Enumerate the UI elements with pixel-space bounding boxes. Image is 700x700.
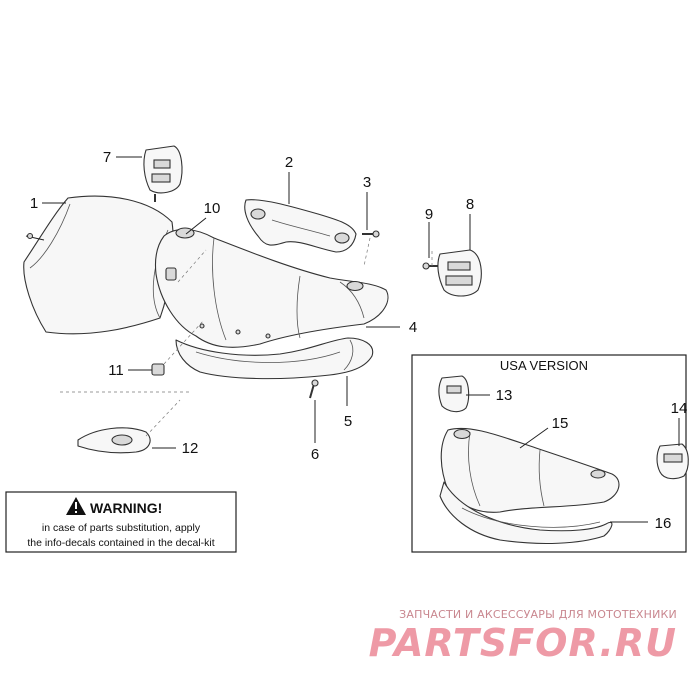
callout-14[interactable]: 14 [671, 400, 688, 417]
assembly-guides [60, 237, 433, 437]
callout-2[interactable]: 2 [285, 154, 293, 171]
part-2-top-panel[interactable] [244, 199, 357, 253]
part-7-switch-cover[interactable] [143, 145, 183, 202]
callout-12[interactable]: 12 [182, 440, 199, 457]
part-9-screw[interactable] [422, 262, 438, 270]
callout-leaders [42, 156, 680, 523]
warning-box: WARNING! in case of parts substitution, … [5, 491, 237, 553]
callout-15[interactable]: 15 [552, 415, 569, 432]
watermark-brand: PARTSFOR.RU [369, 621, 677, 665]
part-14-switch-housing[interactable] [656, 443, 689, 480]
part-13-switch-cover[interactable] [438, 375, 470, 413]
warning-line-1: in case of parts substitution, apply [42, 522, 201, 534]
callout-1[interactable]: 1 [30, 195, 38, 212]
callout-10[interactable]: 10 [204, 200, 221, 217]
callout-9[interactable]: 9 [425, 206, 433, 223]
usa-version-title: USA VERSION [500, 358, 588, 373]
part-1-windscreen[interactable] [23, 195, 174, 335]
part-6-screw[interactable] [309, 379, 319, 399]
part-5-handlebar-rear-cover[interactable] [175, 337, 374, 380]
callout-11[interactable]: 11 [108, 362, 124, 379]
part-12-bracket-plate[interactable] [77, 427, 151, 454]
callout-6[interactable]: 6 [311, 446, 319, 463]
callout-8[interactable]: 8 [466, 196, 474, 213]
part-10-bush[interactable] [165, 267, 177, 281]
warning-line-2: the info-decals contained in the decal-k… [27, 537, 214, 549]
watermark-tagline: ЗАПЧАСТИ И АКСЕССУАРЫ ДЛЯ МОТОТЕХНИКИ [399, 608, 677, 621]
warning-title: WARNING! [90, 500, 162, 516]
usa-version-box: USA VERSION [411, 354, 689, 553]
part-16-rear-cover-usa[interactable] [439, 481, 613, 545]
watermark: ЗАПЧАСТИ И АКСЕССУАРЫ ДЛЯ МОТОТЕХНИКИ PA… [369, 608, 677, 665]
part-3-screw[interactable] [362, 230, 380, 238]
callout-7[interactable]: 7 [103, 149, 111, 166]
warning-triangle-icon [66, 497, 86, 515]
callout-numbers: 1 2 3 4 5 6 7 8 9 10 11 12 13 14 15 16 [30, 149, 688, 532]
callout-13[interactable]: 13 [496, 387, 513, 404]
part-4-handlebar-front-cover[interactable] [154, 227, 389, 348]
callout-5[interactable]: 5 [344, 413, 352, 430]
callout-16[interactable]: 16 [655, 515, 672, 532]
callout-3[interactable]: 3 [363, 174, 371, 191]
part-11-grommet[interactable] [151, 363, 165, 376]
callout-4[interactable]: 4 [409, 319, 417, 336]
part-8-switch-housing[interactable] [437, 249, 482, 297]
